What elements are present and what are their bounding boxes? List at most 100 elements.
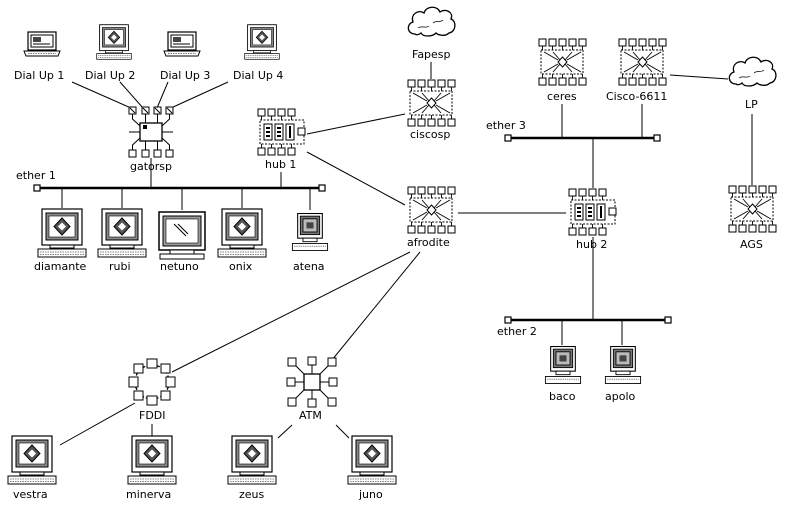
node-cisco6611-label: Cisco-6611 — [606, 90, 667, 103]
link-dialup2-gatorsp — [119, 81, 144, 109]
node-netuno-label: netuno — [160, 260, 199, 273]
link-dialup3-gatorsp — [156, 81, 169, 109]
node-fddi[interactable]: FDDI — [128, 358, 176, 422]
node-dialup4-label: Dial Up 4 — [233, 69, 283, 82]
bus-ether2[interactable]: ether 2 — [497, 316, 672, 338]
node-dialup2-label: Dial Up 2 — [85, 69, 135, 82]
node-dialup3-label: Dial Up 3 — [160, 69, 210, 82]
node-hub1[interactable]: hub 1 — [257, 108, 306, 171]
node-hub2-label: hub 2 — [576, 238, 607, 251]
laptop-icon — [23, 31, 61, 57]
node-minerva-label: minerva — [126, 488, 171, 501]
workstation-icon — [127, 435, 177, 485]
link-fddi-vestra — [59, 402, 136, 446]
node-dialup4[interactable]: Dial Up 4 — [233, 24, 283, 82]
laptop-icon — [163, 31, 201, 57]
workstation-icon — [97, 208, 147, 258]
node-dialup1[interactable]: Dial Up 1 — [14, 31, 64, 82]
node-apolo-label: apolo — [605, 390, 636, 403]
link-atm-zeus — [277, 424, 293, 439]
node-zeus[interactable]: zeus — [227, 435, 277, 501]
node-afrodite[interactable]: afrodite — [407, 186, 456, 249]
node-ciscosp-label: ciscosp — [410, 128, 450, 141]
router-icon — [538, 38, 587, 86]
node-atm-label: ATM — [299, 409, 322, 422]
node-fddi-label: FDDI — [139, 409, 166, 422]
bus-ether3[interactable]: ether 3 — [486, 119, 661, 142]
node-juno[interactable]: juno — [347, 435, 397, 501]
node-zeus-label: zeus — [239, 488, 265, 501]
bus-ether2-label: ether 2 — [497, 325, 537, 338]
workstation-icon — [96, 24, 132, 60]
link-cisco6611-lp — [669, 74, 729, 80]
link-dialup4-gatorsp — [170, 81, 229, 109]
workstation-icon — [544, 345, 582, 385]
hub-icon — [568, 188, 617, 236]
node-gatorsp[interactable]: gatorsp — [128, 106, 174, 173]
node-juno-label: juno — [358, 488, 383, 501]
link-dialup1-gatorsp — [71, 81, 132, 109]
network-links — [59, 62, 753, 446]
workstation-icon — [347, 435, 397, 485]
node-hub2[interactable]: hub 2 — [568, 188, 617, 251]
node-dialup2[interactable]: Dial Up 2 — [85, 24, 135, 82]
workstation-icon — [291, 212, 329, 252]
link-hub1-ciscosp — [306, 113, 406, 135]
bus-ether3-label: ether 3 — [486, 119, 526, 132]
node-onix[interactable]: onix — [217, 208, 267, 273]
node-vestra-label: vestra — [13, 488, 48, 501]
atm-switch-icon — [286, 356, 338, 408]
node-netuno[interactable]: netuno — [158, 211, 206, 273]
node-dialup1-label: Dial Up 1 — [14, 69, 64, 82]
workstation-icon — [217, 208, 267, 258]
node-atena[interactable]: atena — [291, 212, 329, 273]
node-cisco6611[interactable]: Cisco-6611 — [606, 38, 667, 103]
cloud-icon — [728, 56, 777, 87]
node-atm[interactable]: ATM — [286, 356, 338, 422]
node-minerva[interactable]: minerva — [126, 435, 177, 501]
node-vestra[interactable]: vestra — [7, 435, 57, 501]
node-afrodite-label: afrodite — [407, 236, 450, 249]
workstation-icon — [7, 435, 57, 485]
node-fapesp[interactable]: Fapesp — [407, 6, 456, 61]
router-icon — [407, 186, 456, 234]
node-gatorsp-label: gatorsp — [130, 160, 172, 173]
node-baco[interactable]: baco — [544, 345, 582, 403]
node-apolo[interactable]: apolo — [604, 345, 642, 403]
node-dialup3[interactable]: Dial Up 3 — [160, 31, 210, 82]
node-lp[interactable]: LP — [728, 56, 777, 111]
node-atena-label: atena — [293, 260, 325, 273]
bus-ether1-label: ether 1 — [16, 169, 56, 182]
node-diamante[interactable]: diamante — [34, 208, 87, 273]
link-afrodite-atm — [331, 251, 421, 361]
node-hub1-label: hub 1 — [265, 158, 296, 171]
node-fapesp-label: Fapesp — [412, 48, 451, 61]
link-atm-juno — [335, 424, 350, 439]
workstation-icon — [604, 345, 642, 385]
node-diamante-label: diamante — [34, 260, 87, 273]
node-ceres[interactable]: ceres — [538, 38, 587, 103]
hub-icon — [257, 108, 306, 156]
node-rubi-label: rubi — [109, 260, 131, 273]
node-rubi[interactable]: rubi — [97, 208, 147, 273]
terminal-server-icon — [128, 106, 174, 158]
node-ceres-label: ceres — [547, 90, 577, 103]
workstation-icon — [37, 208, 87, 258]
node-onix-label: onix — [229, 260, 253, 273]
node-lp-label: LP — [745, 98, 758, 111]
node-ags[interactable]: AGS — [728, 185, 777, 251]
router-icon — [728, 185, 777, 233]
router-icon — [407, 79, 456, 127]
router-icon — [618, 38, 667, 86]
node-ciscosp[interactable]: ciscosp — [407, 79, 456, 141]
link-hub1-afrodite — [306, 151, 406, 206]
node-ags-label: AGS — [740, 238, 763, 251]
workstation-icon — [244, 24, 280, 60]
fddi-ring-icon — [128, 358, 176, 406]
bus-ether1[interactable]: ether 1 — [16, 169, 326, 192]
cloud-icon — [407, 6, 456, 37]
node-baco-label: baco — [549, 390, 576, 403]
link-afrodite-fddi — [171, 251, 411, 373]
monitor-icon — [158, 211, 206, 260]
